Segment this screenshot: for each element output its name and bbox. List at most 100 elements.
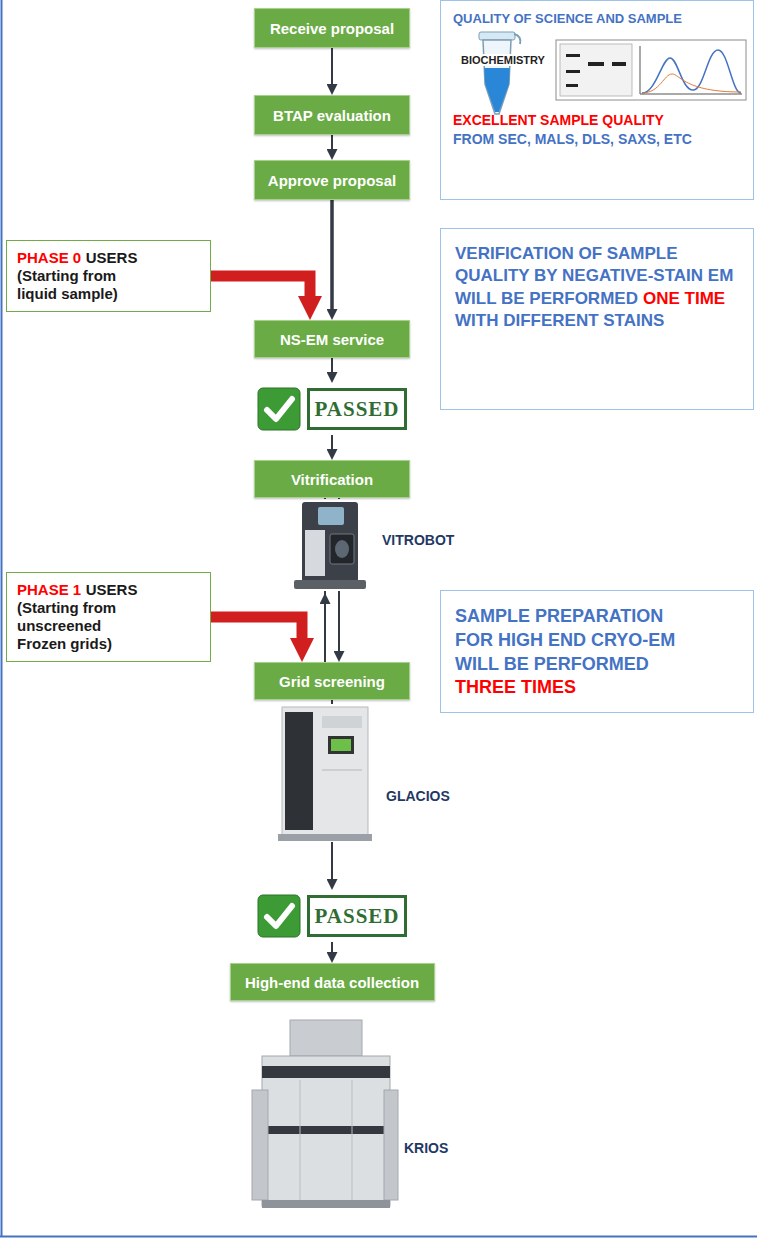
entry-text: (Starting from liquid sample) [17,267,151,303]
sample-tube [483,40,511,114]
vitrobot-machine [318,507,344,525]
gel-and-chromatogram [588,62,604,66]
glacios-microscope [285,712,313,830]
krios-microscope [262,1056,390,1206]
glacios-microscope [278,834,372,841]
entry-text: PHASE 1 [17,581,81,598]
vitrobot-machine [330,534,354,564]
box-label: Grid screening [279,673,385,690]
gel-and-chromatogram [640,94,742,95]
stamp-text: PASSED [307,388,407,430]
gel-and-chromatogram [556,40,746,100]
process-box: Vitrification [254,460,410,498]
krios-microscope [352,1080,353,1204]
panel-text: QUALITY OF SCIENCE AND SAMPLE [453,11,741,26]
glacios-microscope [276,704,374,842]
note-panel: SAMPLE PREPARATION FOR HIGH END CRYO-EM … [440,590,754,713]
machine-label: KRIOS [404,1140,448,1156]
sample-tube [514,34,520,44]
check-icon [267,906,292,926]
glacios-microscope [322,770,362,771]
page-frame [1,0,3,1237]
glacios-microscope [331,739,351,751]
krios-microscope [262,1066,390,1078]
sample-tube [479,32,515,40]
gel-and-chromatogram [566,84,578,87]
panel-text: EXCELLENT SAMPLE QUALITY [453,112,741,128]
krios-microscope [252,1090,268,1200]
krios-microscope [250,1016,400,1214]
check-icon [257,387,301,431]
entry-arrow [211,617,302,638]
vitrobot-machine [294,580,366,589]
entry-text: USERS [86,581,138,598]
check-icon [257,894,301,938]
box-label: NS-EM service [280,331,384,348]
box-label: BTAP evaluation [273,107,391,124]
glacios-microscope [282,707,368,835]
krios-microscope [290,1020,362,1056]
page-frame [0,1236,757,1238]
entry-arrow [211,276,310,296]
machine-label: VITROBOT [382,532,454,548]
process-box: NS-EM service [254,320,410,358]
process-box: BTAP evaluation [254,95,410,135]
entry-text: (Starting from unscreened Frozen grids) [17,599,151,653]
panel-text: BIOCHEMISTRY [459,54,547,66]
note-panel: QUALITY OF SCIENCE AND SAMPLE BIOCHEMISTR… [440,0,754,200]
box-label: Vitrification [291,471,373,488]
glacios-microscope [328,736,354,754]
panel-text: THREE TIMES [455,677,576,697]
gel-and-chromatogram [556,40,746,100]
stamp-text: PASSED [307,895,407,937]
glacios-microscope [276,704,374,842]
passed-stamp: PASSED [257,383,407,435]
gel-and-chromatogram [642,50,741,93]
gel-and-chromatogram [566,54,580,57]
machine-label: GLACIOS [386,788,450,804]
panel-text: WITH DIFFERENT STAINS [455,311,664,330]
gel-and-chromatogram [612,62,626,66]
process-box: Grid screening [254,662,410,700]
krios-microscope [262,1200,390,1208]
entry-box: PHASE 0 USERS(Starting from liquid sample… [6,240,211,312]
flow-arrow [330,200,334,309]
gel-and-chromatogram [566,70,580,73]
flow-arrow [331,435,333,449]
sample-tube [484,68,509,112]
gel-and-chromatogram [640,46,641,94]
entry-text: PHASE 0 [17,249,81,266]
panel-text: ONE TIME [643,289,725,308]
krios-microscope [384,1090,398,1200]
entry-box: PHASE 1 USERS(Starting from unscreened Fr… [6,572,211,662]
gel-and-chromatogram [560,44,632,96]
process-box: High-end data collection [230,963,435,1001]
glacios-microscope [322,716,362,728]
vitrobot-machine [290,499,376,591]
gel-and-chromatogram [642,74,741,93]
process-box: Receive proposal [254,8,410,48]
panel-text: FROM SEC, MALS, DLS, SAXS, ETC [453,131,741,147]
entry-text: USERS [86,249,138,266]
flow-arrow [331,942,333,952]
flow-arrow [331,48,333,84]
sample-tube [479,32,520,114]
flow-arrow [331,135,333,149]
check-icon [258,895,300,937]
note-panel: VERIFICATION OF SAMPLE QUALITY BY NEGATI… [440,228,754,410]
vitrobot-machine [335,540,349,558]
vitrobot-machine [305,530,325,576]
box-label: Receive proposal [270,20,394,37]
krios-microscope [250,1016,400,1214]
flow-arrow [331,358,333,372]
passed-stamp: PASSED [257,890,407,942]
vitrobot-machine [290,499,376,591]
check-icon [258,388,300,430]
box-label: High-end data collection [245,974,419,991]
vitrobot-machine [302,502,358,582]
box-label: Approve proposal [268,172,396,189]
krios-microscope [300,1080,301,1204]
panel-text: SAMPLE PREPARATION FOR HIGH END CRYO-EM … [455,606,675,674]
